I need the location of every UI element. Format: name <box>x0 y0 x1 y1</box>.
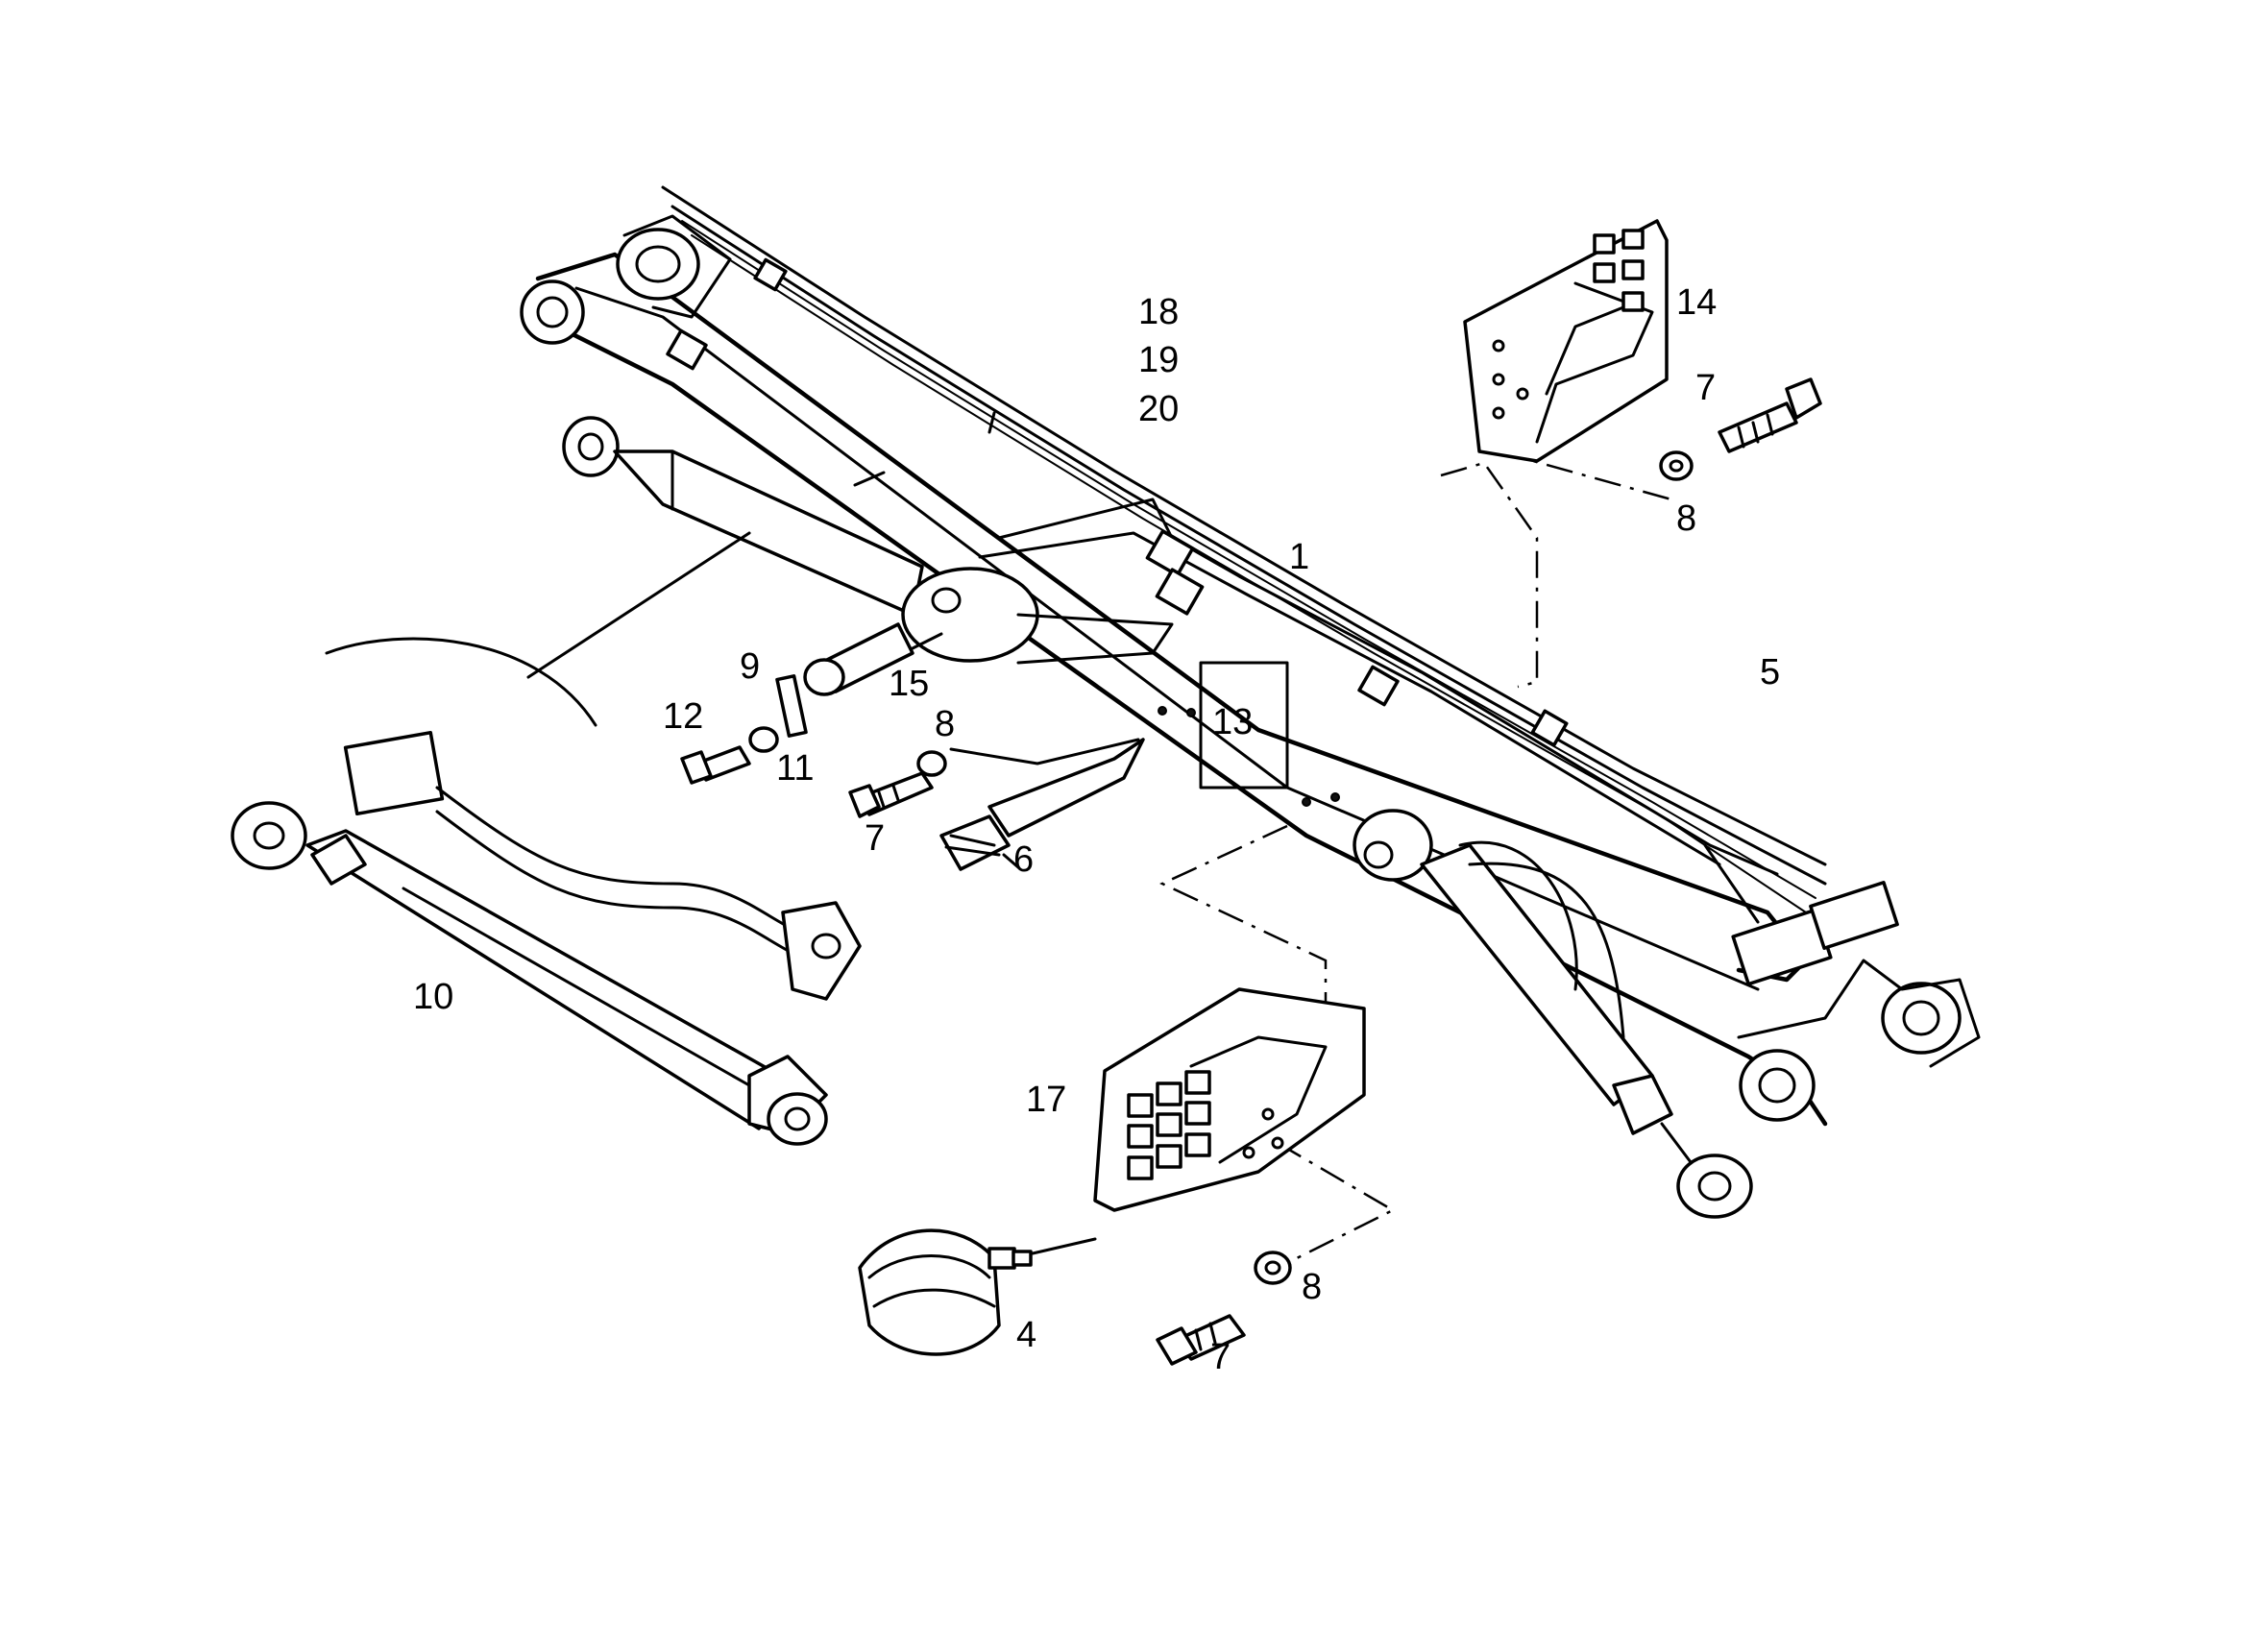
boom-cylinder <box>231 730 862 1146</box>
label-15: 15 <box>889 664 929 704</box>
light-bracket-upper <box>1463 219 1669 463</box>
part-labels: 1 4 5 6 7 7 7 8 8 8 9 10 11 12 13 14 15 … <box>413 282 1780 1377</box>
label-13: 13 <box>1212 702 1253 742</box>
pin-and-retainer-parts <box>680 622 914 785</box>
work-light <box>858 1228 1033 1356</box>
light-bracket-lower <box>1093 987 1366 1212</box>
label-7-lower: 7 <box>1210 1337 1231 1377</box>
label-12: 12 <box>663 696 703 737</box>
label-19: 19 <box>1138 340 1179 380</box>
boom-arm-assembly <box>520 185 1981 1127</box>
small-bracket <box>939 738 1145 871</box>
label-8-mid: 8 <box>935 704 955 744</box>
label-17: 17 <box>1026 1080 1066 1120</box>
label-1: 1 <box>1289 537 1309 577</box>
bolt-middle <box>848 750 947 818</box>
label-9: 9 <box>740 646 760 687</box>
label-10: 10 <box>413 977 453 1017</box>
bolt-upper-right <box>1659 377 1822 481</box>
label-8-upper: 8 <box>1676 498 1696 539</box>
label-18: 18 <box>1138 292 1179 332</box>
label-8-lower: 8 <box>1302 1267 1322 1307</box>
label-20: 20 <box>1138 389 1179 429</box>
bolt-lower <box>1156 1251 1292 1366</box>
label-11: 11 <box>776 748 814 789</box>
front-cylinder <box>1353 809 1753 1219</box>
label-14: 14 <box>1676 282 1717 323</box>
label-4: 4 <box>1016 1315 1036 1355</box>
label-7-mid: 7 <box>865 818 885 859</box>
label-6: 6 <box>1013 839 1034 880</box>
label-5: 5 <box>1760 652 1780 692</box>
label-7-upper: 7 <box>1695 368 1716 408</box>
assembly-lines <box>1159 449 1672 1260</box>
